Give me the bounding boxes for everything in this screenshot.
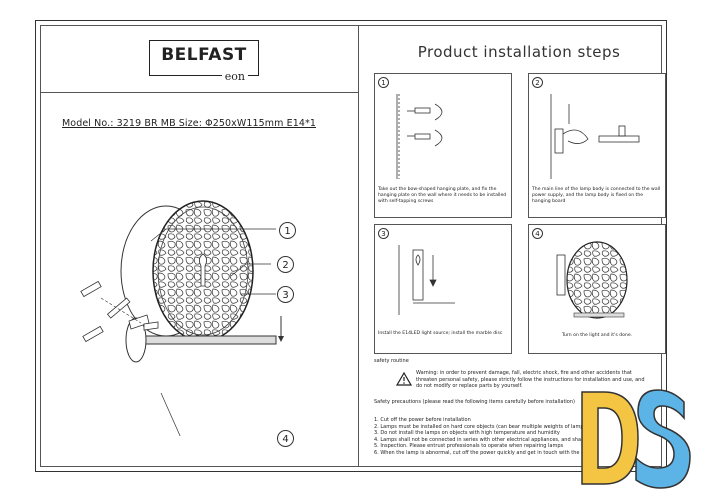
precautions-list: 1. Cut off the power before installation… <box>374 417 586 456</box>
step-3-illustration <box>398 245 455 315</box>
step-4-caption: Turn on the light and it's done. <box>561 333 633 338</box>
step-number: 3 <box>378 228 389 239</box>
list-item: 1. Cut off the power before installation <box>374 417 471 423</box>
step-4-illustration <box>556 241 628 319</box>
step-number: 1 <box>378 77 389 88</box>
precautions-heading: Safety precautions (please read the foll… <box>374 399 575 405</box>
step-2-panel: 2 The main line of the lamp body is conn… <box>528 73 666 218</box>
step-2-caption: The main line of the lamp body is connec… <box>532 187 661 204</box>
list-item: 4. Lamps shall not be connected in serie… <box>374 436 584 443</box>
step-2-illustration <box>550 94 640 179</box>
step-3-panel: 3 Install the E14LED light source; insta… <box>374 224 512 354</box>
step-1-illustration <box>396 94 443 179</box>
drawing-sheet: BELFAST eon Model No.: 3219 BR MB Size: … <box>35 20 667 472</box>
center-divider <box>358 26 359 466</box>
warning-text: Warning: in order to prevent damage, fal… <box>416 370 645 389</box>
installation-title: Product installation steps <box>417 43 621 61</box>
step-number: 4 <box>532 228 543 239</box>
brand-name: BELFAST <box>161 45 247 65</box>
list-item: 6. When the lamp is abnormal, cut off th… <box>374 449 586 456</box>
brand-sub: eon <box>221 70 248 83</box>
callout-3: 3 <box>277 286 294 303</box>
lamp-exploded-diagram <box>80 200 284 436</box>
step-1-caption: Take out the bow-shaped hanging plate, a… <box>378 187 507 204</box>
safety-heading: safety routine <box>374 358 409 364</box>
step-1-panel: 1 Take out the bow-shaped hanging plate,… <box>374 73 512 218</box>
left-separator <box>41 92 358 93</box>
list-item: 2. Lamps must be installed on hard core … <box>374 423 584 430</box>
sheet-inner-border: BELFAST eon Model No.: 3219 BR MB Size: … <box>40 25 666 467</box>
warning-triangle-icon <box>396 372 412 386</box>
model-line: Model No.: 3219 BR MB Size: Φ250xW115mm … <box>62 118 316 129</box>
step-4-panel: 4 Turn on the light and it's done. <box>528 224 666 354</box>
callout-4: 4 <box>277 430 294 447</box>
list-item: 3. Do not install the lamps on objects w… <box>374 430 560 436</box>
step-3-caption: Install the E14LED light source; install… <box>378 331 503 336</box>
callout-2: 2 <box>277 256 294 273</box>
ds-logo-icon <box>581 389 691 489</box>
brand-logo-box: BELFAST eon <box>149 40 259 83</box>
list-item: 5. Inspection. Please entrust profession… <box>374 443 564 449</box>
step-number: 2 <box>532 77 543 88</box>
callout-1: 1 <box>279 222 296 239</box>
